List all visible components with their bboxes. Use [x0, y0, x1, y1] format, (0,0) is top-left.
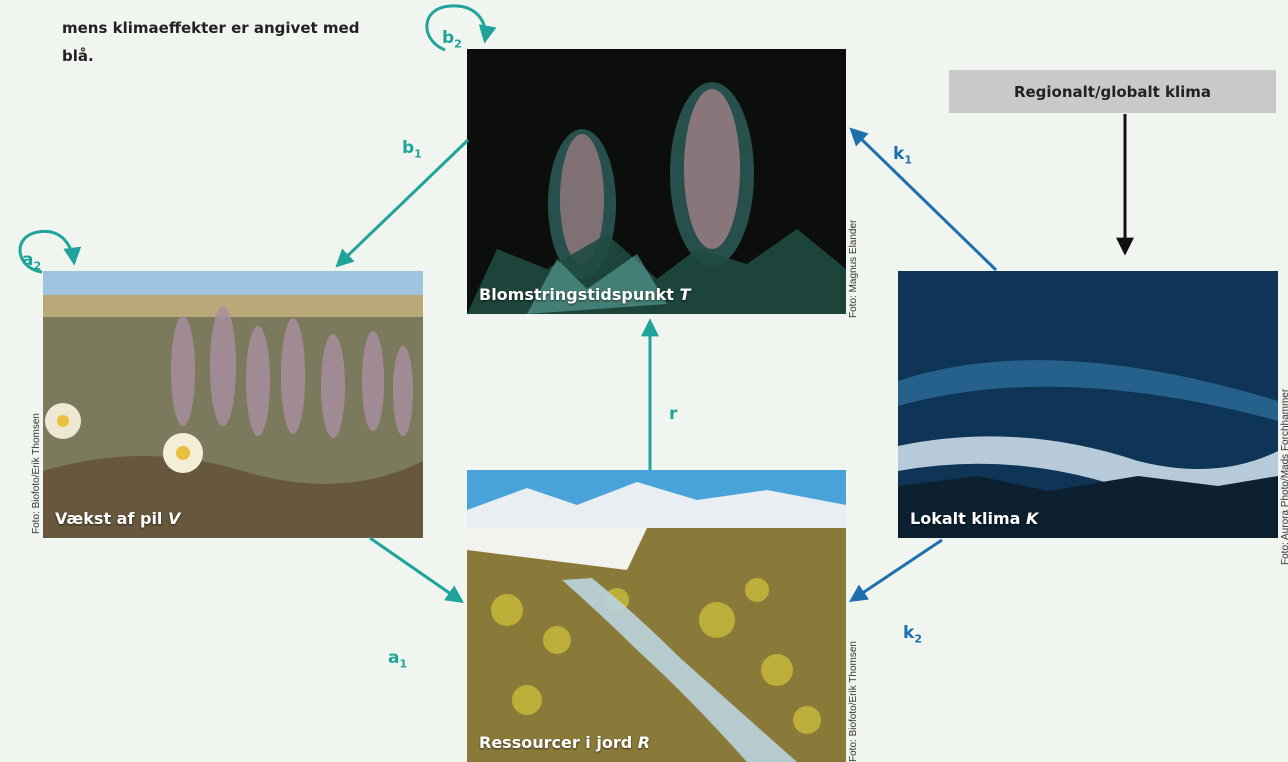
node-r-caption: Ressourcer i jord R	[479, 733, 651, 752]
intro-text: mens klimaeffekter er angivet med blå.	[62, 19, 360, 65]
label-a2: a2	[22, 250, 42, 273]
climate-photo	[898, 271, 1278, 538]
label-b1: b1	[402, 138, 422, 161]
label-r: r	[669, 404, 678, 424]
regional-climate-box: Regionalt/globalt klima	[949, 70, 1276, 113]
node-local-climate: Lokalt klima K	[898, 271, 1278, 538]
node-soil-resources: Ressourcer i jord R	[467, 470, 846, 762]
node-t-caption: Blomstringstidspunkt T	[479, 285, 691, 304]
flowering-photo	[467, 82, 846, 314]
arrow-b1	[335, 138, 470, 268]
label-k2: k2	[903, 623, 922, 646]
node-willow-growth: Vækst af pil V	[43, 271, 423, 538]
arrow-k1	[849, 127, 998, 272]
label-b2: b2	[442, 28, 462, 51]
node-flowering-time: Blomstringstidspunkt T	[467, 49, 846, 314]
label-a1: a1	[388, 648, 408, 671]
soil-photo	[467, 470, 846, 762]
arrow-b2	[425, 4, 497, 52]
willow-photo	[43, 271, 423, 538]
arrow-a2	[18, 229, 82, 274]
arrow-a1	[369, 536, 464, 604]
arrow-k2	[849, 538, 943, 602]
node-k-caption: Lokalt klima K	[910, 509, 1039, 528]
label-k1: k1	[893, 144, 912, 167]
node-v-caption: Vækst af pil V	[55, 509, 181, 528]
